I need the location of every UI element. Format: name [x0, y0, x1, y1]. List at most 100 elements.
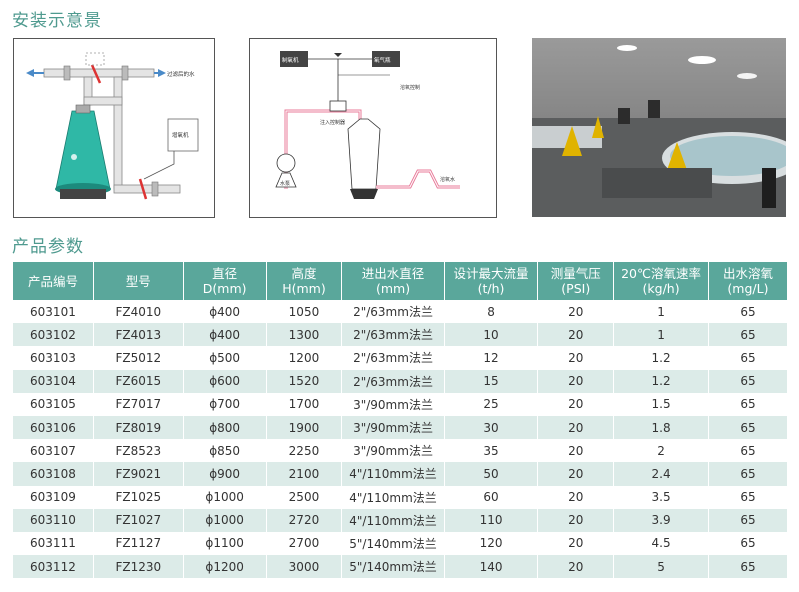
table-cell: FZ4010 [93, 300, 184, 324]
table-cell: 3"/90mm法兰 [342, 415, 445, 440]
column-header: 设计最大流量(t/h) [444, 262, 539, 300]
table-cell: ϕ700 [183, 392, 267, 416]
section-title-params: 产品参数 [12, 237, 84, 257]
table-cell: FZ6015 [93, 369, 184, 393]
label-injector: 注入控制器 [320, 119, 345, 126]
table-cell: FZ7017 [93, 392, 184, 416]
table-cell: 3"/90mm法兰 [342, 392, 445, 416]
table-cell: 20 [538, 392, 615, 416]
table-cell: 65 [708, 531, 787, 556]
table-cell: 20 [538, 323, 615, 347]
table-cell: 50 [444, 462, 539, 486]
installation-diagram: 过滤后的水 增氧机 [13, 38, 215, 218]
table-cell: 65 [708, 392, 787, 416]
table-cell: FZ5012 [93, 346, 184, 370]
table-cell: 2250 [266, 439, 343, 463]
table-cell: 1200 [266, 346, 343, 370]
table-cell: 65 [708, 415, 787, 440]
table-cell: 603108 [13, 462, 94, 486]
facility-photo [532, 38, 786, 217]
table-cell: 2"/63mm法兰 [342, 300, 445, 324]
table-cell: 10 [444, 323, 539, 347]
table-cell: 30 [444, 415, 539, 440]
table-cell: 8 [444, 300, 539, 324]
table-cell: 20 [538, 531, 615, 556]
label-aerator: 增氧机 [172, 131, 189, 139]
table-cell: 4"/110mm法兰 [342, 462, 445, 486]
table-cell: ϕ600 [183, 369, 267, 393]
table-cell: 20 [538, 346, 615, 370]
table-cell: 603112 [13, 555, 94, 579]
table-cell: FZ1025 [93, 485, 184, 509]
table-cell: 1 [614, 323, 709, 347]
table-cell: 1900 [266, 415, 343, 440]
label-oxygenated-water: 溶氧水 [440, 176, 455, 183]
column-header: 20℃溶氧速率(kg/h) [614, 262, 709, 300]
table-cell: 3000 [266, 555, 343, 579]
table-cell: 603107 [13, 439, 94, 463]
table-cell: 603104 [13, 369, 94, 393]
table-cell: ϕ400 [183, 323, 267, 347]
table-cell: ϕ500 [183, 346, 267, 370]
column-header-line: 设计最大流量 [453, 266, 529, 281]
column-header-line: 高度 [291, 266, 317, 281]
column-header-line: H(mm) [282, 281, 326, 296]
table-cell: FZ1230 [93, 555, 184, 579]
table-cell: 20 [538, 485, 615, 509]
table-cell: 603101 [13, 300, 94, 324]
table-cell: 2"/63mm法兰 [342, 323, 445, 347]
table-cell: 60 [444, 485, 539, 509]
column-header-line: 型号 [125, 273, 151, 289]
table-cell: 65 [708, 508, 787, 532]
table-cell: ϕ1000 [183, 508, 267, 532]
table-cell: 603105 [13, 392, 94, 416]
table-cell: 5 [614, 555, 709, 579]
table-cell: 1300 [266, 323, 343, 347]
column-header: 型号 [93, 262, 184, 300]
table-cell: 65 [708, 555, 787, 579]
table-cell: 1520 [266, 369, 343, 393]
table-cell: 2700 [266, 531, 343, 556]
column-header: 出水溶氧(mg/L) [708, 262, 787, 300]
table-cell: 2100 [266, 462, 343, 486]
table-cell: 15 [444, 369, 539, 393]
table-cell: ϕ850 [183, 439, 267, 463]
table-cell: FZ9021 [93, 462, 184, 486]
column-header: 进出水直径(mm) [342, 262, 445, 300]
label-pump: 水泵 [280, 180, 290, 187]
table-cell: 3.9 [614, 508, 709, 532]
table-cell: 3"/90mm法兰 [342, 439, 445, 463]
table-cell: 5"/140mm法兰 [342, 555, 445, 579]
table-cell: 3.5 [614, 485, 709, 509]
table-cell: 65 [708, 323, 787, 347]
table-cell: 603111 [13, 531, 94, 556]
table-cell: 20 [538, 415, 615, 440]
table-cell: 603106 [13, 415, 94, 440]
table-cell: 2"/63mm法兰 [342, 369, 445, 393]
column-header: 测量气压(PSI) [538, 262, 615, 300]
table-cell: 65 [708, 369, 787, 393]
table-cell: 20 [538, 508, 615, 532]
column-header-line: (PSI) [561, 281, 591, 296]
table-cell: 1700 [266, 392, 343, 416]
table-cell: 1.5 [614, 392, 709, 416]
table-cell: 1.2 [614, 369, 709, 393]
table-cell: 35 [444, 439, 539, 463]
label-filtered-water: 过滤后的水 [167, 70, 195, 78]
column-header-line: 出水溶氧 [722, 266, 773, 281]
table-cell: 4"/110mm法兰 [342, 508, 445, 532]
table-cell: FZ8019 [93, 415, 184, 440]
label-do-control: 溶氧控制 [400, 84, 420, 91]
